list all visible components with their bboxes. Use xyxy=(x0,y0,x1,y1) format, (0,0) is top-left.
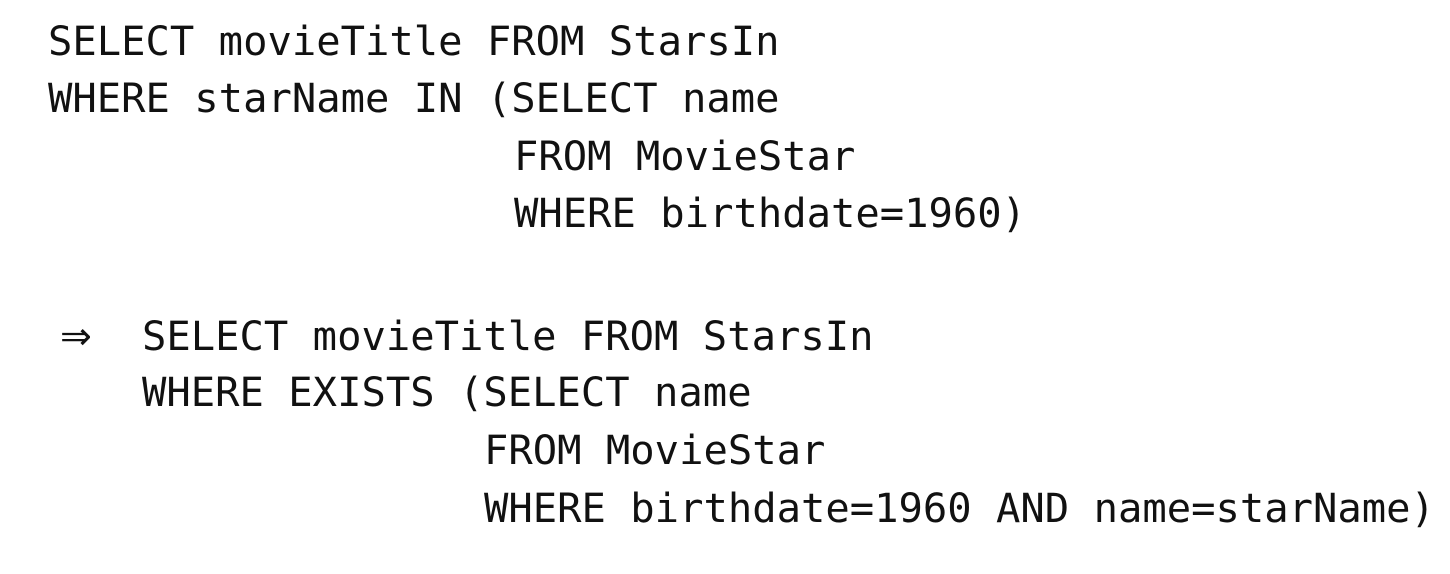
rewritten-query-line-4: WHERE birthdate=1960 AND name=starName) xyxy=(484,484,1435,532)
original-query-line-1: SELECT movieTitle FROM StarsIn xyxy=(48,17,780,65)
rewritten-query-line-1: SELECT movieTitle FROM StarsIn xyxy=(142,312,874,360)
original-query-line-4: WHERE birthdate=1960) xyxy=(514,189,1027,237)
rewritten-query-line-3: FROM MovieStar xyxy=(484,426,826,474)
original-query-line-2: WHERE starName IN (SELECT name xyxy=(48,74,780,122)
original-query-line-3: FROM MovieStar xyxy=(514,132,856,180)
rewritten-query-line-2: WHERE EXISTS (SELECT name xyxy=(142,368,752,416)
implies-arrow-icon: ⇒ xyxy=(60,314,92,358)
